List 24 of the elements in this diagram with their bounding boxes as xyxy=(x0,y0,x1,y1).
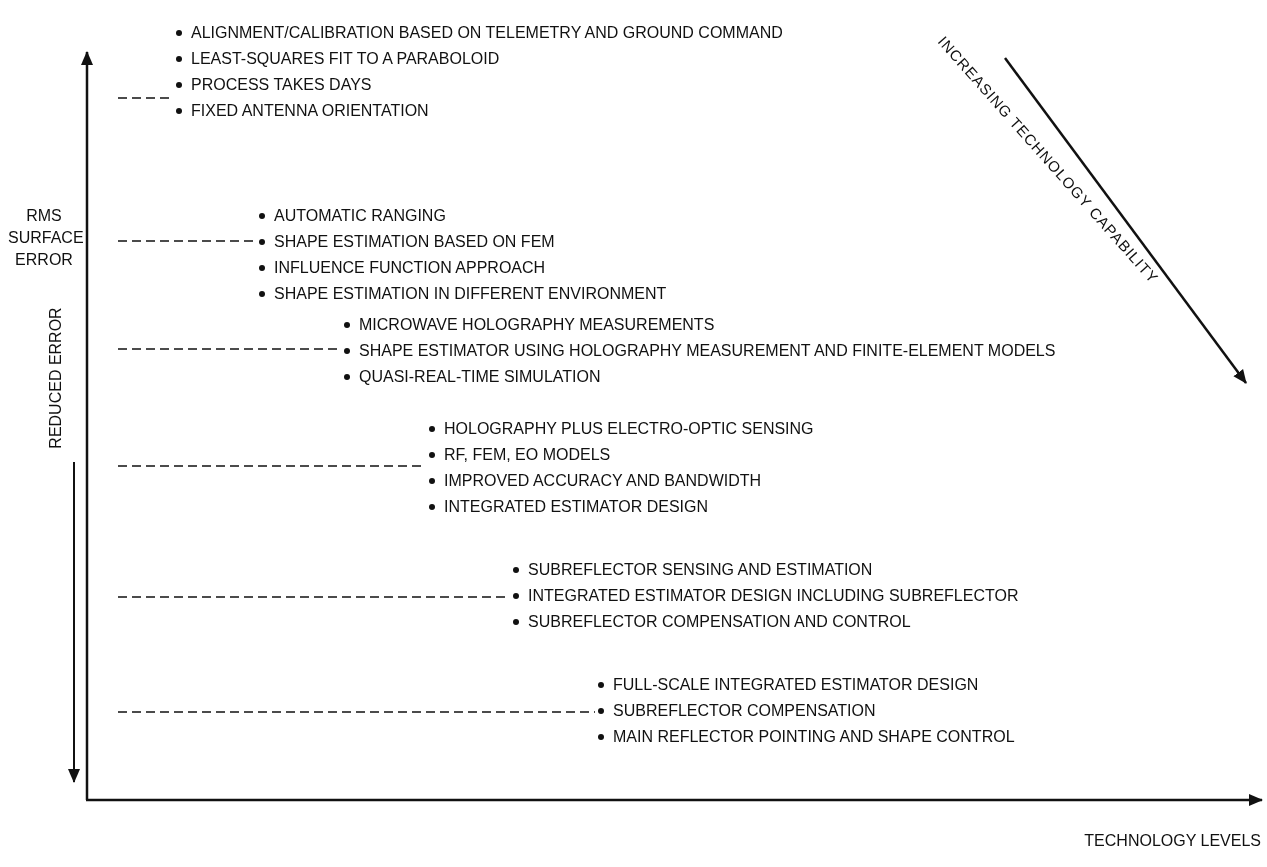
list-item-text: SUBREFLECTOR SENSING AND ESTIMATION xyxy=(528,560,873,580)
list-item-text: AUTOMATIC RANGING xyxy=(274,206,446,226)
list-item-text: SHAPE ESTIMATOR USING HOLOGRAPHY MEASUREMENT AND FINITE-ELEMENT MODELS xyxy=(359,341,1056,361)
list-item-text: SUBREFLECTOR COMPENSATION AND CONTROL xyxy=(528,612,911,632)
list-item-text: INFLUENCE FUNCTION APPROACH xyxy=(274,258,546,278)
list-item-text: MAIN REFLECTOR POINTING AND SHAPE CONTROL xyxy=(613,727,1015,747)
list-item-text: HOLOGRAPHY PLUS ELECTRO-OPTIC SENSING xyxy=(444,419,814,439)
list-item-text: FIXED ANTENNA ORIENTATION xyxy=(191,101,429,121)
list-item-text: SHAPE ESTIMATION IN DIFFERENT ENVIRONMENT xyxy=(274,284,667,304)
list-item-text: MICROWAVE HOLOGRAPHY MEASUREMENTS xyxy=(359,315,715,335)
list-item-text: INTEGRATED ESTIMATOR DESIGN INCLUDING SUBREFLECTOR xyxy=(528,586,1019,606)
list-item-text: INTEGRATED ESTIMATOR DESIGN xyxy=(444,497,709,517)
list-item-text: IMPROVED ACCURACY AND BANDWIDTH xyxy=(444,471,762,491)
list-item-text: SUBREFLECTOR COMPENSATION xyxy=(613,701,876,721)
list-item-text: PROCESS TAKES DAYS xyxy=(191,75,372,95)
list-item-text: QUASI-REAL-TIME SIMULATION xyxy=(359,367,601,387)
list-item-text: FULL-SCALE INTEGRATED ESTIMATOR DESIGN xyxy=(613,675,979,695)
leader-line xyxy=(117,711,596,713)
list-item-text: ALIGNMENT/CALIBRATION BASED ON TELEMETRY AND GROUND COMMAND xyxy=(191,23,783,43)
list-item-text: LEAST-SQUARES FIT TO A PARABOLOID xyxy=(191,49,500,69)
list-item-text: RF, FEM, EO MODELS xyxy=(444,445,611,465)
list-item-text: SHAPE ESTIMATION BASED ON FEM xyxy=(274,232,555,252)
axis-label: REDUCED ERROR xyxy=(46,307,65,449)
axis-label: TECHNOLOGY LEVELS xyxy=(1084,831,1261,851)
